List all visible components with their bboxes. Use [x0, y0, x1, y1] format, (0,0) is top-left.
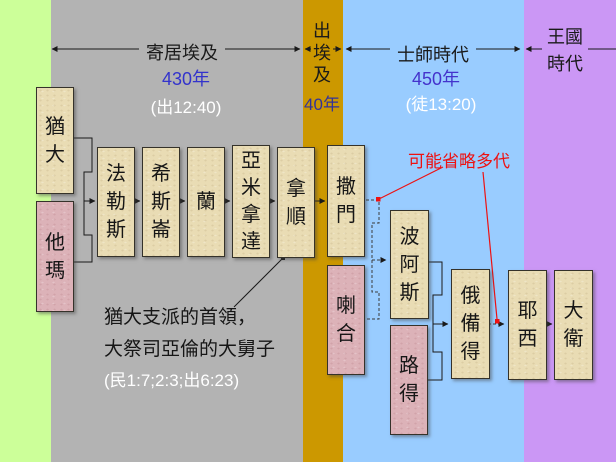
person-box-salmon: 撒門	[327, 145, 365, 257]
person-box-ruth: 路得	[390, 325, 428, 435]
person-name-ruth: 路得	[399, 355, 419, 405]
person-box-judah: 猶大	[36, 87, 74, 194]
person-name-obed: 俄備得	[460, 285, 481, 363]
person-name-ram: 蘭	[196, 191, 216, 213]
period-duration-exodus: 40年	[304, 95, 340, 114]
person-name-rahab: 喇合	[336, 295, 356, 345]
period-label-egypt: 寄居埃及	[139, 39, 225, 65]
person-box-ram: 蘭	[187, 147, 225, 257]
person-name-judah: 猶大	[45, 115, 65, 166]
person-name-david: 大衛	[563, 300, 584, 350]
person-box-nahshon: 拿順	[277, 147, 315, 258]
bracket-judah-tamar	[73, 137, 96, 263]
nahshon-note-ref: (民1:7;2:3;出6:23)	[104, 371, 240, 390]
person-box-rahab: 喇合	[327, 265, 365, 375]
period-label-kingdom-line1: 王國	[547, 27, 583, 47]
nahshon-note-line1: 猶大支派的首領，	[104, 307, 257, 328]
person-box-tamar: 他瑪	[36, 201, 74, 312]
bracket-boaz-ruth	[427, 261, 449, 381]
person-name-hezron: 希斯崙	[151, 163, 171, 241]
person-name-tamar: 他瑪	[45, 231, 65, 282]
period-duration-judges: 450年	[411, 69, 461, 89]
bracket-salmon-rahab-dashed	[361, 199, 387, 320]
period-label-kingdom: 王國 時代	[542, 24, 588, 78]
period-ref-egypt: (出12:40)	[150, 98, 222, 117]
person-name-salmon: 撒門	[336, 176, 356, 226]
person-box-obed: 俄備得	[451, 269, 490, 379]
person-box-perez: 法勒斯	[97, 147, 135, 257]
period-duration-egypt: 430年	[161, 69, 211, 89]
period-label-kingdom-line2: 時代	[547, 54, 583, 74]
person-box-jesse: 耶西	[508, 270, 547, 380]
person-name-perez: 法勒斯	[106, 163, 126, 241]
nahshon-note-line2: 大祭司亞倫的大舅子	[104, 339, 276, 360]
person-name-jesse: 耶西	[517, 300, 538, 350]
person-name-amminadab: 亞米拿達	[241, 150, 261, 253]
pointer-nahshon-note	[233, 256, 285, 308]
person-name-boaz: 波阿斯	[399, 225, 420, 304]
annotation-omitted-generations: 可能省略多代	[408, 152, 510, 171]
person-box-amminadab: 亞米拿達	[232, 145, 270, 258]
person-box-boaz: 波阿斯	[390, 210, 429, 319]
period-ref-judges: (徒13:20)	[405, 95, 477, 114]
person-box-hezron: 希斯崙	[142, 147, 180, 257]
red-pointer-lines	[376, 166, 500, 324]
person-box-david: 大衛	[554, 270, 593, 380]
period-label-exodus: 出埃及	[311, 21, 333, 85]
period-label-judges: 士師時代	[390, 41, 476, 67]
person-name-nahshon: 拿順	[286, 177, 306, 228]
band-judges	[343, 0, 524, 462]
